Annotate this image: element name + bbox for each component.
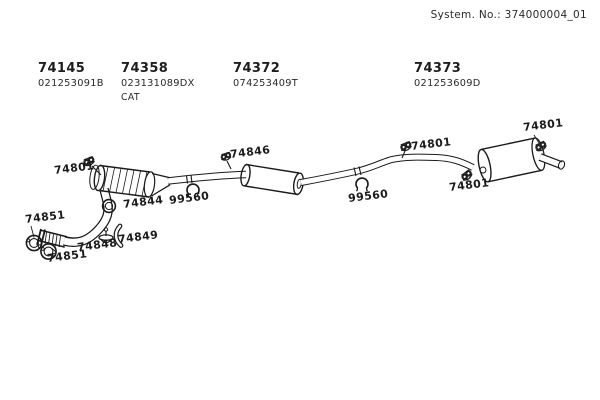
part-code: 021253609D xyxy=(414,78,481,90)
downpipe xyxy=(36,187,113,248)
hanger-74801-rear-top-icon xyxy=(533,139,549,153)
catalytic-converter xyxy=(89,164,171,198)
gasket-ring-upper xyxy=(25,234,43,252)
pipe-clamp-74848 xyxy=(98,227,114,244)
leader-hanger-top xyxy=(533,134,540,144)
part-code: 074253409T xyxy=(233,78,299,90)
front-pipe xyxy=(167,170,247,185)
system-number: System. No.: 374000004_01 xyxy=(430,9,587,21)
part-group-74372: 74372 074253409T xyxy=(233,61,299,90)
hanger-rod xyxy=(91,165,102,176)
part-number: 74358 xyxy=(121,61,169,76)
slip-joint xyxy=(185,174,193,184)
part-group-74373: 74373 021253609D xyxy=(414,61,481,90)
leader-gasket-upper xyxy=(30,225,35,238)
part-code: 021253091B xyxy=(38,78,104,90)
part-note: CAT xyxy=(121,92,141,104)
slip-joint xyxy=(353,166,362,177)
hanger-rod xyxy=(401,150,406,159)
hanger-rod xyxy=(226,160,232,170)
part-group-74358: 74358 023131089DX CAT xyxy=(121,61,195,104)
rear-muffler xyxy=(477,137,566,183)
part-number: 74373 xyxy=(414,61,462,76)
part-code: 023131089DX xyxy=(121,78,195,90)
leader-gasket-lower xyxy=(51,248,57,253)
bracket-74849 xyxy=(113,223,124,248)
part-number: 74372 xyxy=(233,61,281,76)
middle-muffler xyxy=(240,163,305,196)
intermediate-pipe xyxy=(300,153,475,186)
sealing-ring-74844 xyxy=(101,198,117,214)
part-number: 74145 xyxy=(38,61,86,76)
tailpipe xyxy=(538,153,566,170)
part-group-74145: 74145 021253091B xyxy=(38,61,104,90)
